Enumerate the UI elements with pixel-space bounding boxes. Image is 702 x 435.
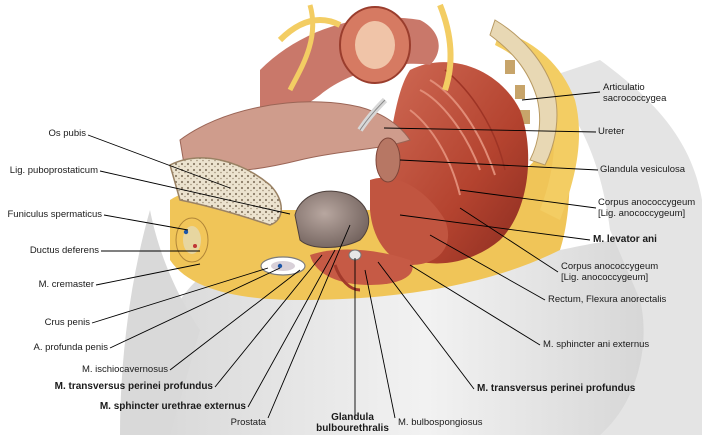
- label-m-transversus-perinei-profundus-left: M. transversus perinei profundus: [54, 381, 213, 392]
- label-corpus-anococcygeum-upper-line1: Corpus anococcygeum: [598, 197, 696, 208]
- label-articulatio-sacrococcygea: Articulatio sacrococcygea: [603, 82, 666, 104]
- seminal-vesicle: [375, 137, 401, 183]
- label-m-sphincter-ani-externus: M. sphincter ani externus: [543, 339, 650, 350]
- bladder: [294, 190, 370, 248]
- label-m-sphincter-urethrae-externus: M. sphincter urethrae externus: [99, 401, 246, 412]
- label-corpus-anococcygeum-lower: Corpus anococcygeum [Lig. anococcygeum]: [561, 261, 658, 283]
- label-os-pubis: Os pubis: [48, 128, 87, 139]
- label-lig-puboprostaticum: Lig. puboprostaticum: [9, 165, 98, 176]
- label-m-ischiocavernosus: M. ischiocavernosus: [81, 364, 168, 375]
- label-corpus-anococcygeum-lower-line2: [Lig. anococcygeum]: [561, 272, 649, 283]
- label-corpus-anococcygeum-upper-line2: [Lig. anococcygeum]: [598, 208, 686, 219]
- label-crus-penis: Crus penis: [44, 317, 90, 328]
- label-m-cremaster: M. cremaster: [38, 279, 94, 290]
- label-m-bulbospongiosus: M. bulbospongiosus: [398, 417, 483, 428]
- label-ductus-deferens: Ductus deferens: [29, 245, 99, 256]
- leader-lines: [87, 91, 601, 419]
- pubic-bone: [169, 157, 282, 226]
- label-articulatio-sacrococcygea-line1: Articulatio: [603, 82, 645, 93]
- label-a-profunda-penis: A. profunda penis: [33, 342, 108, 353]
- sacrum: [489, 19, 558, 166]
- label-articulatio-sacrococcygea-line2: sacrococcygea: [603, 93, 667, 104]
- label-glandula-bulbourethralis: Glandula bulbourethralis: [305, 412, 400, 434]
- label-glandula-bulbourethralis-line1: Glandula: [331, 412, 374, 423]
- label-m-levator-ani: M. levator ani: [593, 234, 657, 245]
- label-rectum-flexura-anorectalis: Rectum, Flexura anorectalis: [548, 294, 667, 305]
- label-prostata: Prostata: [230, 417, 266, 428]
- label-ureter: Ureter: [598, 126, 625, 137]
- bowel-loops: [260, 3, 454, 117]
- label-m-transversus-perinei-profundus-right: M. transversus perinei profundus: [477, 383, 636, 394]
- peritoneum: [179, 101, 411, 173]
- label-funiculus-spermaticus: Funiculus spermaticus: [7, 209, 102, 220]
- label-corpus-anococcygeum-lower-line1: Corpus anococcygeum: [561, 261, 659, 272]
- label-glandula-vesiculosa: Glandula vesiculosa: [600, 164, 686, 175]
- ureter-vessel: [357, 97, 388, 132]
- label-corpus-anococcygeum-upper: Corpus anococcygeum [Lig. anococcygeum]: [598, 197, 695, 219]
- label-glandula-bulbourethralis-line2: bulbourethralis: [316, 423, 389, 434]
